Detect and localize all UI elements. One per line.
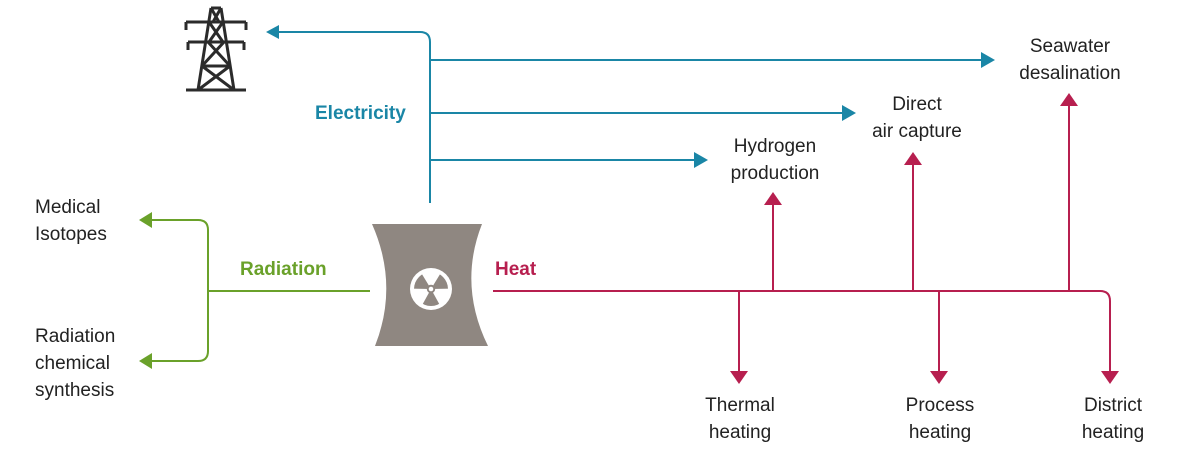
arrowhead-to-air-capture — [842, 105, 856, 121]
arrowhead-to-hydrogen — [694, 152, 708, 168]
hydrogen-production-label: Hydrogen production — [730, 136, 820, 184]
thermal-heating-label: Thermal heating — [705, 395, 775, 443]
medical-isotopes-label: Medical Isotopes — [35, 197, 107, 245]
arrowhead-to-desalination — [981, 52, 995, 68]
arrowhead-to-desalination-heat — [1060, 93, 1078, 106]
arrowhead-to-hydrogen-heat — [764, 192, 782, 205]
arrowhead-to-district-heating — [1101, 371, 1119, 384]
radiation-split-line — [151, 219, 209, 362]
heat-trunk-line — [493, 290, 1111, 372]
transmission-tower-icon — [184, 6, 248, 92]
seawater-desalination-label: Seawater desalination — [1019, 36, 1121, 84]
direct-air-capture-label: Direct air capture — [872, 94, 962, 142]
arrowhead-to-medical-isotopes — [139, 212, 152, 228]
radiation-label: Radiation — [240, 259, 327, 280]
process-heating-label: Process heating — [905, 395, 975, 443]
electricity-label: Electricity — [315, 103, 406, 124]
electricity-trunk-line — [278, 31, 431, 203]
arrowhead-to-air-capture-heat — [904, 152, 922, 165]
arrowhead-to-chemical-synthesis — [139, 353, 152, 369]
arrowhead-to-grid — [266, 25, 279, 39]
nuclear-cooling-tower-icon — [372, 224, 488, 346]
radiation-chemical-synthesis-label: Radiation chemical synthesis — [35, 326, 116, 401]
arrowhead-to-thermal-heating — [730, 371, 748, 384]
arrowhead-to-process-heating — [930, 371, 948, 384]
heat-label: Heat — [495, 259, 537, 280]
district-heating-label: District heating — [1081, 395, 1145, 443]
radiation-trefoil-icon — [410, 268, 452, 310]
